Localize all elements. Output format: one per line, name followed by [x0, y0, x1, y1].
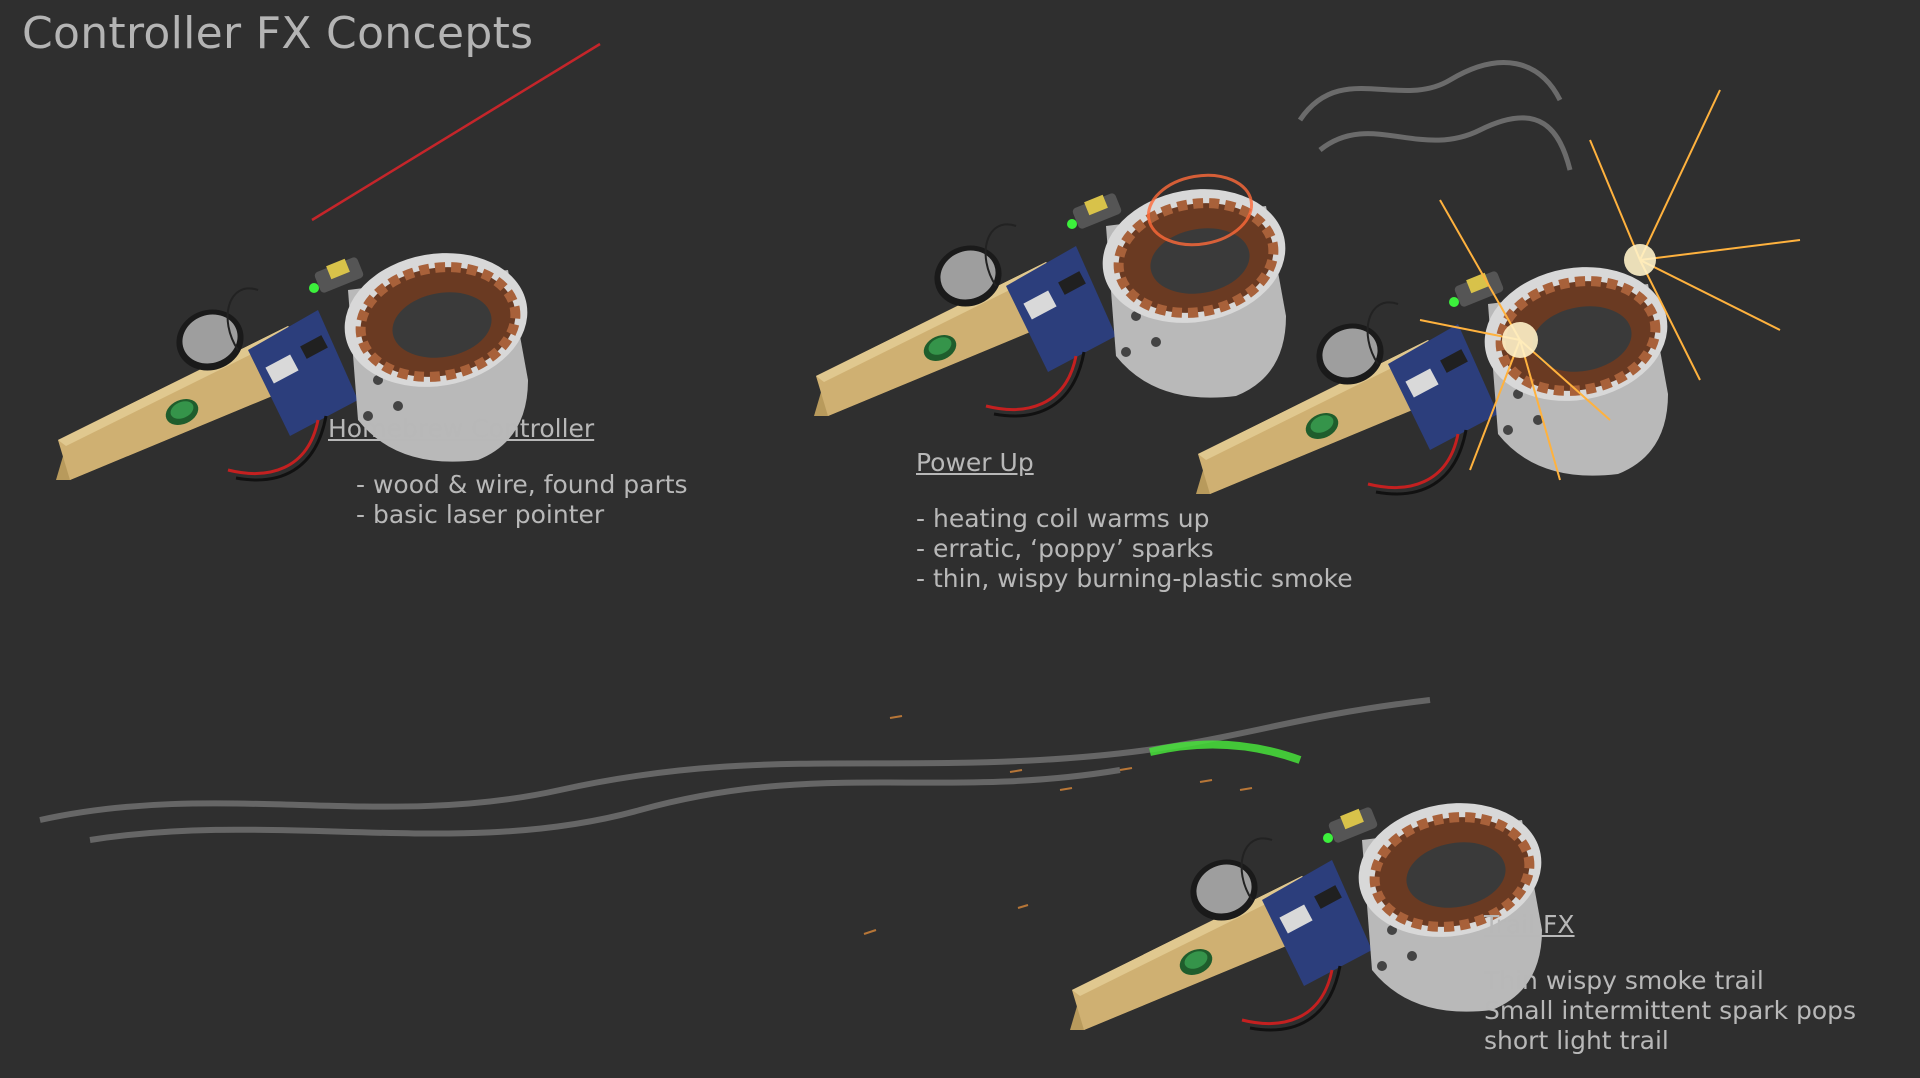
smoke-trail	[39, 697, 1431, 843]
smoke-wisps	[1297, 60, 1573, 171]
power-up-description: Power Up - heating coil warms up - errat…	[916, 448, 1353, 594]
power-up-bullet: - erratic, ‘poppy’ sparks	[916, 534, 1214, 563]
power-up-bullet: - thin, wispy burning-plastic smoke	[916, 564, 1353, 593]
trail-fx-item: Small intermittent spark pops	[1484, 996, 1857, 1025]
controller-power-up	[814, 175, 1296, 416]
trail-fx-heading: Trail FX	[1484, 910, 1575, 939]
spark-pops	[863, 715, 1253, 935]
power-up-bullet: - heating coil warms up	[916, 504, 1210, 533]
homebrew-bullet: - wood & wire, found parts	[356, 470, 688, 499]
controller-trail	[1070, 789, 1552, 1030]
page-title: Controller FX Concepts	[22, 8, 534, 59]
power-up-heading: Power Up	[916, 448, 1034, 477]
homebrew-bullet: - basic laser pointer	[356, 500, 605, 529]
homebrew-heading: Homebrew Controller	[328, 414, 595, 443]
homebrew-bullet-list: - wood & wire, found parts - basic laser…	[328, 470, 688, 530]
homebrew-description: Homebrew Controller - wood & wire, found…	[328, 414, 688, 530]
sparks-burst	[1419, 89, 1801, 481]
power-up-bullet-list: - heating coil warms up - erratic, ‘popp…	[916, 504, 1353, 594]
trail-fx-item: Thin wispy smoke trail	[1484, 966, 1764, 995]
trail-fx-item: short light trail	[1484, 1026, 1669, 1055]
trail-fx-list: Thin wispy smoke trail Small intermitten…	[1484, 966, 1856, 1056]
trail-fx-description: Trail FX Thin wispy smoke trail Small in…	[1484, 910, 1856, 1056]
